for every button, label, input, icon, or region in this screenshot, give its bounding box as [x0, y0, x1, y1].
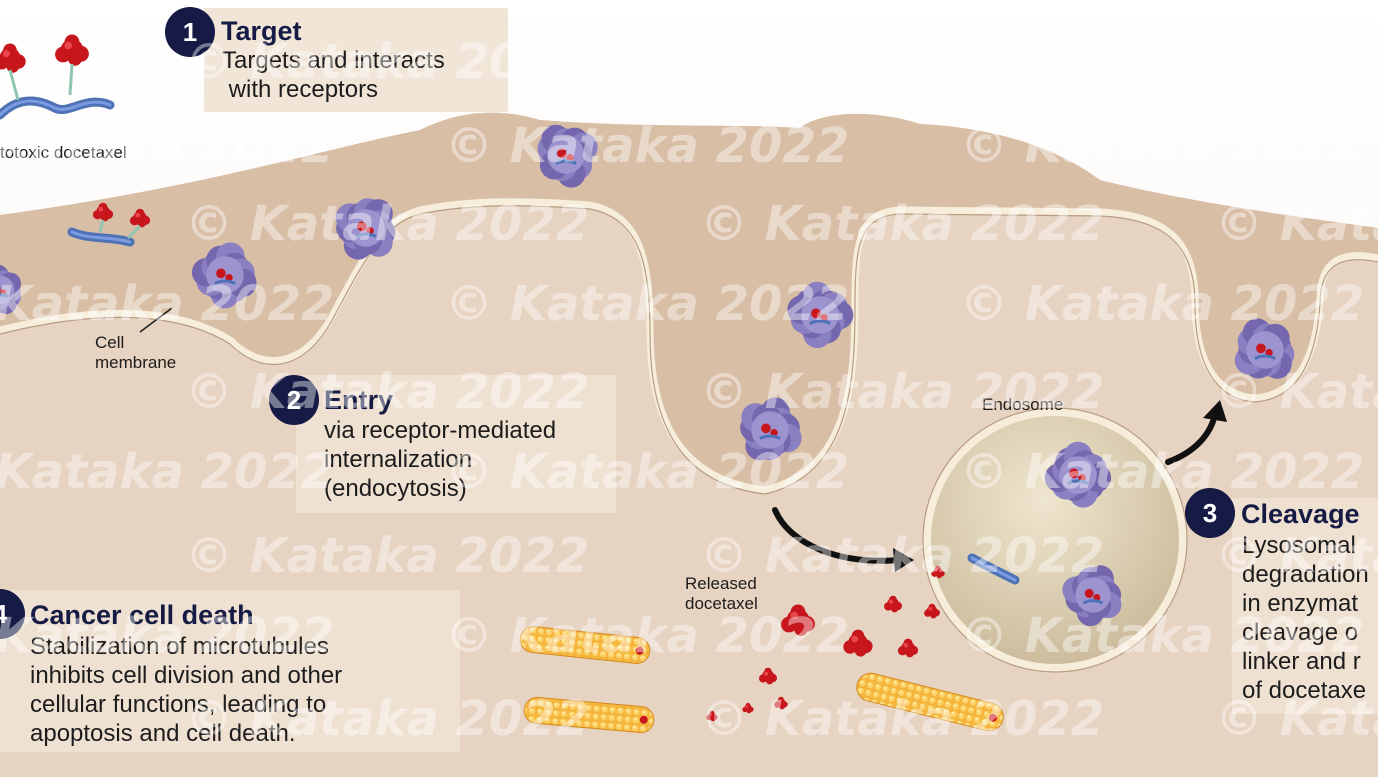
watermark-text: © Kataka 2022: [960, 608, 1364, 664]
step-3-number: 3: [1203, 498, 1217, 528]
watermark-text: © Kataka 2022: [700, 364, 1104, 420]
watermark-text: © Kataka 2022: [185, 691, 589, 747]
watermark-text: © Kataka 2022: [445, 444, 849, 500]
watermark-text: © Kataka 2022: [445, 118, 849, 174]
watermark-text: © Kataka 2022: [1215, 691, 1378, 747]
watermark-text: © Kataka 2022: [1215, 528, 1378, 584]
watermark-text: © Kataka 2022: [185, 364, 589, 420]
watermark-text: © Kataka 2022: [960, 118, 1364, 174]
step-3-title: Cleavage: [1241, 499, 1360, 529]
cell-membrane-label-line-1: Cell: [95, 333, 124, 352]
watermark-text: © Kataka 2022: [960, 444, 1364, 500]
watermark-text: © Kataka 2022: [0, 608, 334, 664]
watermark-text: © Kataka 2022: [700, 691, 1104, 747]
watermark-text: © Kataka 2022: [700, 34, 1104, 90]
watermark-text: © Kataka 2022: [700, 196, 1104, 252]
cell-membrane-label-line-2: membrane: [95, 353, 176, 372]
watermark-text: © Kataka 2022: [0, 444, 334, 500]
watermark-text: © Kataka 2022: [1215, 34, 1378, 90]
watermark-text: © Kataka 2022: [1215, 364, 1378, 420]
step-2-line-1: via receptor-mediated: [324, 417, 556, 444]
watermark-text: © Kataka 2022: [185, 528, 589, 584]
watermark-text: © Kataka 2022: [0, 276, 334, 332]
watermark-text: © Kataka 2022: [960, 276, 1364, 332]
watermark-text: © Kataka 2022: [185, 34, 589, 90]
watermark-text: © Kataka 2022: [1215, 196, 1378, 252]
watermark-text: © Kataka 2022: [185, 196, 589, 252]
linker-stem: [70, 64, 72, 95]
watermark-text: © Kataka 2022: [445, 276, 849, 332]
watermark-text: © Kataka 2022: [0, 118, 334, 174]
watermark-text: © Kataka 2022: [445, 608, 849, 664]
watermark-text: © Kataka 2022: [700, 528, 1104, 584]
step-4-line-2: inhibits cell division and other: [30, 662, 342, 689]
